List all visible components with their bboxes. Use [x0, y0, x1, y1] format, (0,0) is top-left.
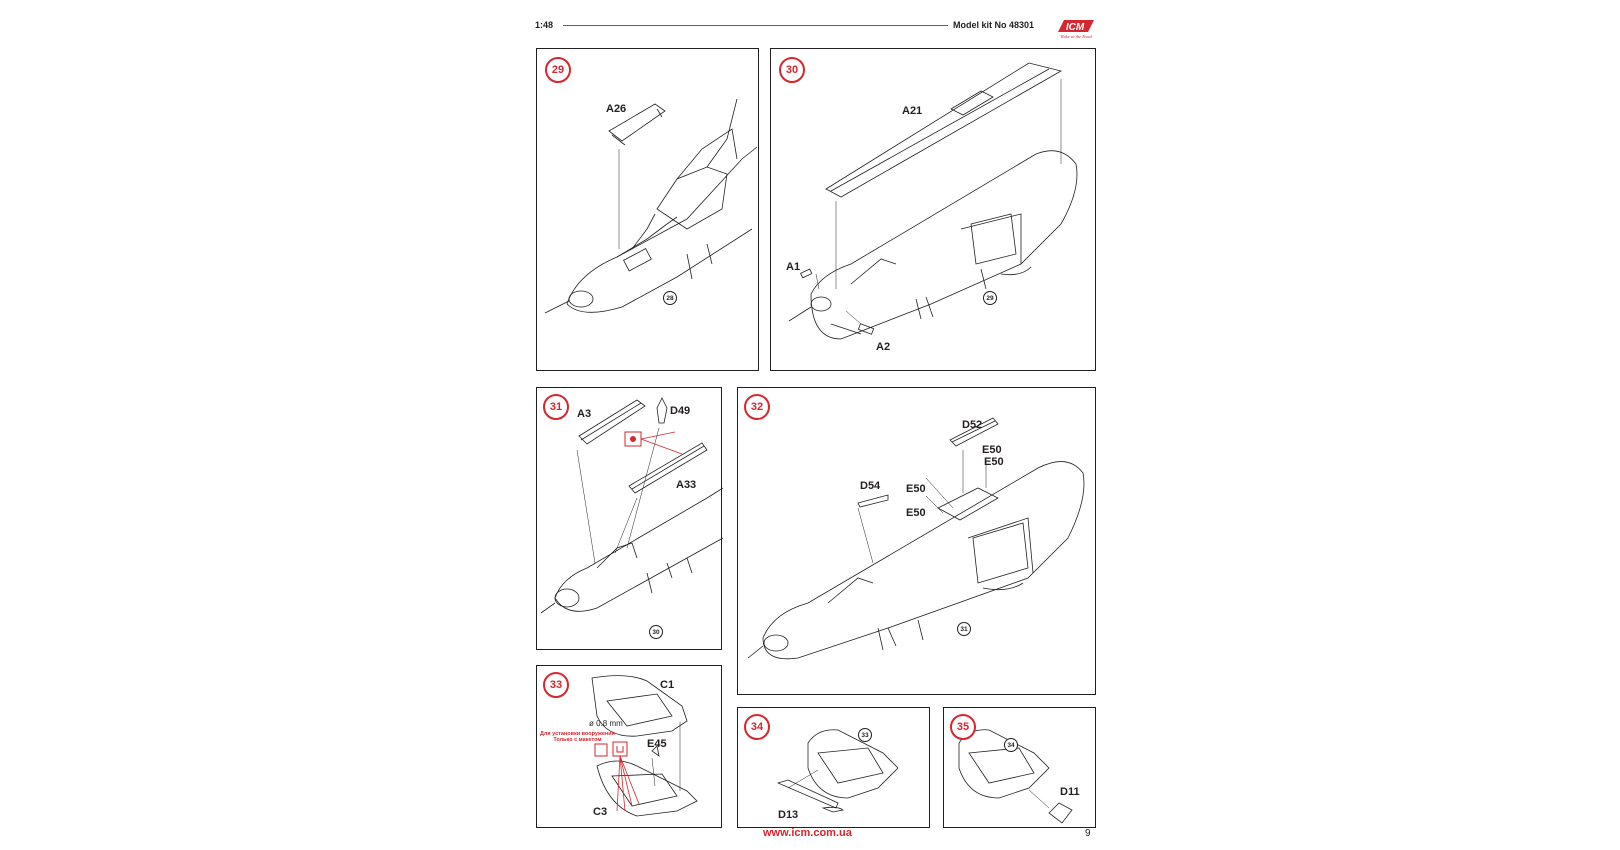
part-label: E50: [906, 507, 926, 519]
part-label: D49: [670, 405, 691, 417]
header-rule: [563, 25, 948, 26]
weapon-install-note: Для установки вооружения Только с макето…: [540, 731, 615, 743]
step-35-panel: 35 34 D11: [943, 707, 1096, 828]
part-label: E50: [906, 483, 926, 495]
reference-step-badge: 30: [649, 625, 663, 639]
part-label: A21: [902, 105, 923, 117]
step-31-drawing: [540, 397, 723, 614]
step-number-badge: 31: [543, 394, 569, 420]
step-32-panel: 32 D52 E50 E50 E50 D54 E50 31: [737, 387, 1096, 695]
footer-website-link[interactable]: www.icm.com.ua: [763, 827, 852, 839]
part-label: A26: [606, 103, 627, 115]
reference-step-badge: 28: [663, 291, 677, 305]
weapon-install-note-line-2: Только с макетом: [553, 737, 602, 743]
drill-dimension: ø 0.8 mm: [589, 719, 623, 728]
step-30-drawing: [788, 62, 1078, 340]
step-34-panel: 34 33 D13: [737, 707, 930, 828]
part-label: E50: [984, 456, 1004, 468]
step-29-drawing: [544, 98, 758, 314]
page-number: 9: [1085, 828, 1091, 839]
reference-step-badge: 34: [1004, 738, 1018, 752]
step-number-badge: 32: [744, 394, 770, 420]
scale-label: 1:48: [535, 20, 554, 30]
weapon-install-note-line-1: Для установки вооружения: [540, 731, 615, 737]
step-30-panel: 30 A21 A1 A2 29: [770, 48, 1096, 371]
part-label: A2: [876, 341, 891, 353]
part-label: E45: [647, 738, 667, 750]
step-31-panel: 31 A3 D49 A33 30: [536, 387, 723, 650]
step-33-panel: 33 C1 ø 0.8 mm Для установки вооружения …: [536, 665, 722, 828]
logo-text: ICM: [1066, 22, 1085, 33]
part-label: A33: [676, 479, 697, 491]
reference-step-badge: 31: [957, 622, 971, 636]
step-34-drawing: [776, 729, 899, 813]
part-label: D11: [1060, 786, 1080, 798]
part-label: A3: [577, 408, 592, 420]
part-label: E50: [982, 444, 1002, 456]
icm-logo: ICM Wake in the Road: [1056, 17, 1096, 39]
part-label: C1: [660, 679, 675, 691]
step-number-badge: 35: [950, 714, 976, 740]
logo-subtext: Wake in the Road: [1060, 34, 1092, 39]
part-label: A1: [786, 261, 801, 273]
step-33-drawing: [591, 675, 698, 817]
reference-step-badge: 33: [858, 728, 872, 742]
step-32-drawing: [747, 417, 1085, 660]
part-label: D54: [860, 480, 881, 492]
part-label: D13: [778, 809, 799, 821]
step-number-badge: 33: [543, 672, 569, 698]
reference-step-badge: 29: [983, 291, 997, 305]
model-kit-number: Model kit No 48301: [953, 20, 1035, 30]
step-number-badge: 34: [744, 714, 770, 740]
step-29-panel: 29 A26 28: [536, 48, 759, 371]
step-number-badge: 29: [545, 57, 571, 83]
part-label: C3: [593, 806, 608, 818]
step-number-badge: 30: [779, 57, 805, 83]
part-label: D52: [962, 419, 983, 431]
